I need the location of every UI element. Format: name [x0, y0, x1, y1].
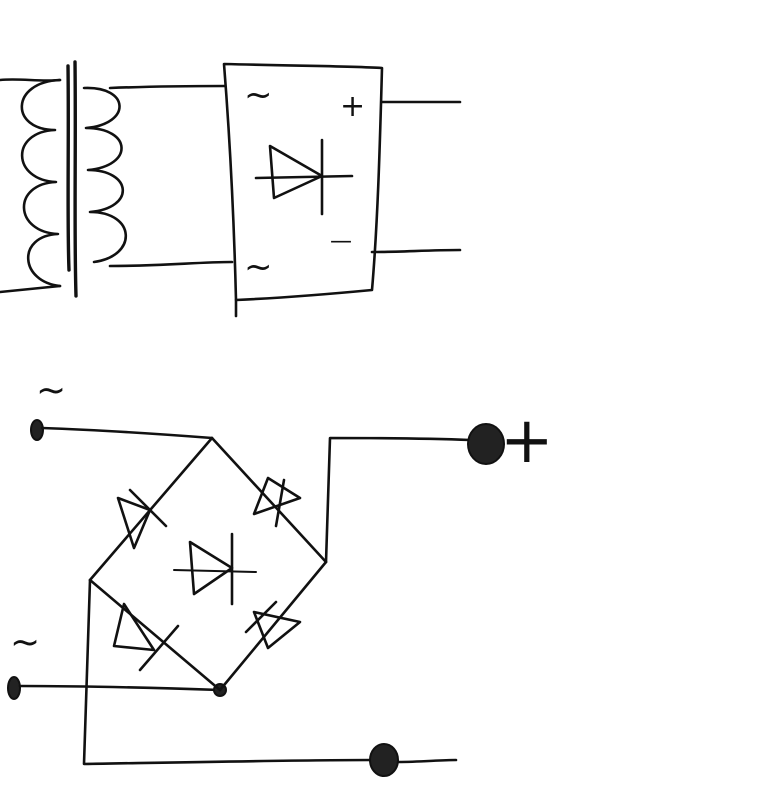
rectifier-ac-top-label: ~ — [244, 75, 273, 115]
bridge-wire-output-plus — [324, 436, 472, 564]
rectifier-plus-label: + — [340, 89, 365, 124]
transformer-primary-lead-bottom — [0, 284, 62, 294]
bridge-diode-upper-right — [252, 476, 302, 528]
transformer-secondary-lead-top — [108, 84, 227, 90]
transformer-core-right — [73, 60, 78, 298]
bridge-edge-bottom-left — [88, 578, 222, 692]
transformer-secondary-coil — [82, 86, 128, 264]
rectifier-minus-label: — — [330, 229, 352, 254]
rectifier-block: ~ ~ + — — [222, 62, 462, 318]
rectifier-block-diode-wire — [254, 174, 354, 180]
transformer — [0, 60, 234, 298]
bridge-terminal-ac-bottom — [7, 676, 21, 700]
bridge-terminal-ac-top — [30, 419, 44, 441]
rectifier-block-diode-triangle — [268, 144, 324, 200]
bridge-wire-ac-top — [40, 426, 214, 440]
bridge-ac-bottom-label: ~ — [10, 622, 40, 663]
rectifier-ac-bottom-label: ~ — [244, 247, 273, 287]
bridge-diode-lower-left — [112, 602, 180, 672]
bridge-terminal-plus — [467, 423, 505, 465]
bridge-wire-output-minus — [82, 578, 374, 766]
bridge-ac-top-label: ~ — [36, 370, 66, 411]
bridge-diode-center — [173, 532, 257, 606]
bridge-edge-left-top — [88, 436, 214, 582]
rectifier-output-minus-wire — [370, 248, 462, 254]
bridge-minus-tail — [396, 758, 458, 764]
diode-bridge: ~ ~ — [7, 370, 554, 777]
bridge-diode-lower-right — [244, 600, 302, 650]
transformer-core-left — [66, 64, 71, 272]
bridge-output-plus-label: + — [500, 404, 554, 478]
bridge-wire-ac-bottom — [18, 684, 222, 692]
bridge-edge-top-right — [210, 436, 328, 564]
bridge-terminal-minus — [369, 743, 399, 777]
bridge-edge-right-bottom — [218, 560, 328, 692]
transformer-secondary-lead-bottom — [108, 260, 234, 268]
bridge-diode-upper-left — [116, 488, 168, 550]
rectifier-block-outline — [222, 62, 384, 302]
transformer-primary-coil — [20, 78, 62, 288]
